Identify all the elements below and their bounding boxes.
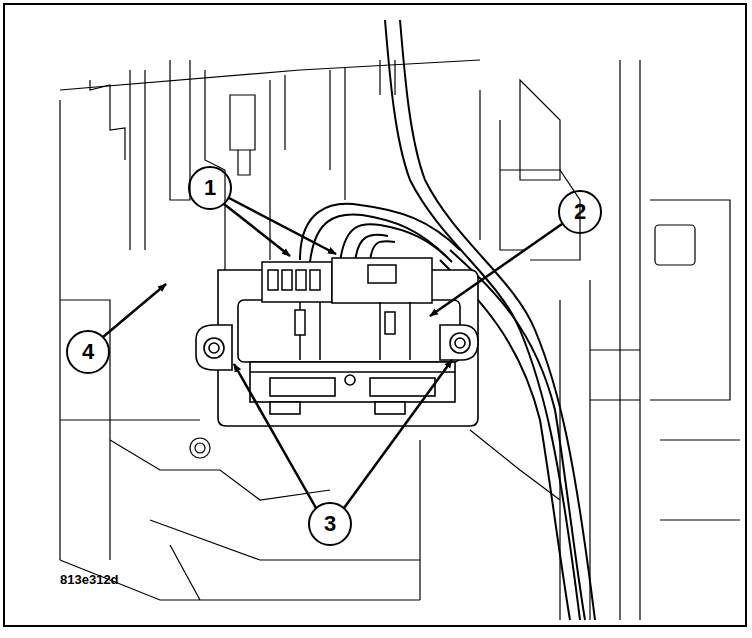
connectors [262, 258, 432, 360]
resistor-module-part [345, 375, 355, 385]
wire-harness-part [340, 224, 452, 262]
callout-circles [67, 167, 601, 545]
connectors-part [300, 302, 410, 360]
housing-lines-part [60, 419, 200, 420]
housing-lines-part [520, 80, 560, 180]
housing-lines-part [270, 75, 285, 260]
connectors-part [282, 270, 292, 290]
leader-lines [103, 198, 562, 508]
housing-lines-part [590, 350, 640, 400]
housing-lines-part [195, 443, 205, 453]
wire-harness-part [310, 214, 448, 262]
housing-lines-part [419, 440, 420, 600]
callout-circles-part [559, 191, 601, 233]
leader-lines-part [344, 360, 452, 508]
housing-lines-part [170, 60, 190, 200]
housing-lines-part [60, 545, 420, 600]
connectors-part [310, 270, 320, 290]
housing-lines-part [190, 438, 210, 458]
resistor-module-part [238, 300, 460, 362]
connectors-part [332, 258, 432, 303]
housing-lines-part [150, 520, 420, 560]
leader-lines-part [234, 364, 316, 508]
resistor-module-part [270, 402, 300, 414]
housing-lines-part [500, 170, 580, 260]
resistor-module-part [270, 378, 335, 396]
leader-lines-part [103, 284, 166, 337]
connectors-part [385, 312, 395, 334]
resistor-module-part [455, 338, 465, 348]
housing-lines-part [380, 60, 395, 95]
housing-lines-part [655, 225, 695, 265]
connectors-part [262, 262, 332, 302]
callout-number: 4 [82, 339, 94, 365]
wire-harness-part [300, 204, 460, 260]
housing-lines-part [560, 280, 590, 620]
leader-lines-part [229, 198, 336, 254]
connectors-part [268, 270, 278, 290]
frame [4, 4, 746, 626]
resistor-module-part [196, 325, 232, 370]
housing-lines-part [230, 95, 255, 150]
callout-number: 3 [324, 511, 336, 537]
resistor-module-part [450, 333, 470, 353]
resistor-module-part [375, 402, 405, 414]
housing-lines-part [620, 60, 640, 620]
connectors-part [296, 270, 306, 290]
housing-lines-part [90, 80, 125, 160]
callout-number: 2 [574, 199, 586, 225]
housing-lines-part [130, 70, 145, 250]
callout-number: 1 [204, 175, 216, 201]
housing-lines-part [238, 150, 250, 175]
resistor-module-part [440, 325, 478, 360]
housing-lines-part [110, 440, 330, 500]
connectors-part [295, 310, 305, 335]
housing-lines-part [60, 300, 110, 560]
housing-lines-part [650, 200, 730, 400]
resistor-module-part [204, 338, 224, 358]
resistor-module-part [370, 378, 435, 396]
housing-lines-part [330, 68, 345, 200]
resistor-module-part [250, 371, 455, 373]
housing-lines-part [660, 440, 740, 520]
figure-code: 813e312d [60, 572, 119, 587]
leader-lines-part [430, 224, 562, 316]
callout-circles-part [309, 503, 351, 545]
housing-lines-part [59, 100, 60, 560]
resistor-module-part [209, 343, 219, 353]
callout-circles-part [67, 331, 109, 373]
callout-circles-part [189, 167, 231, 209]
connectors-part [368, 265, 396, 283]
